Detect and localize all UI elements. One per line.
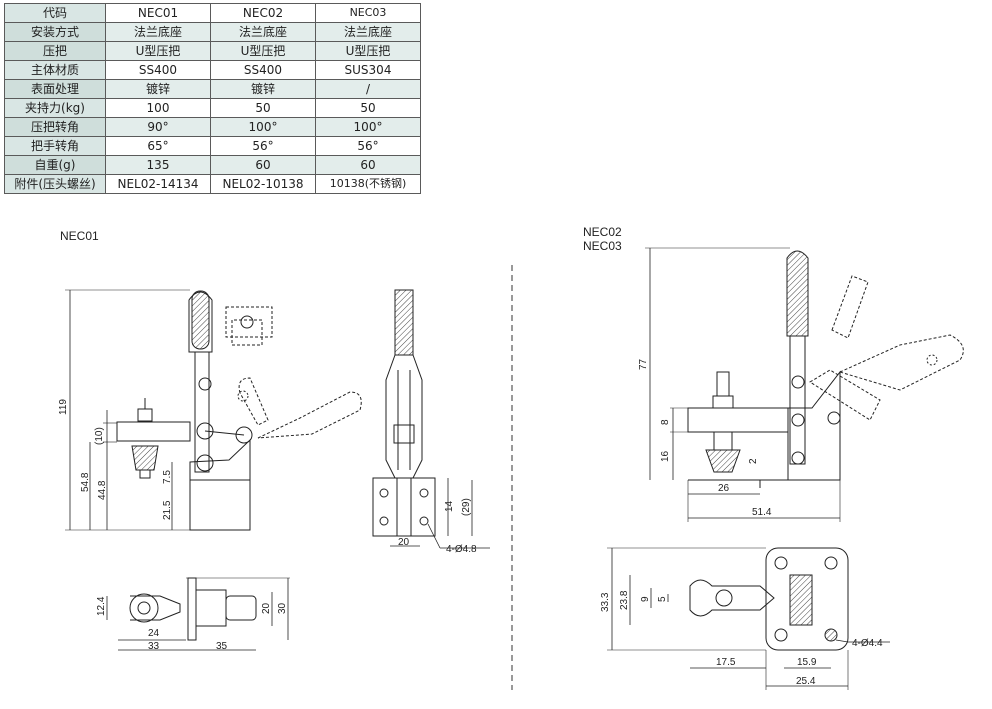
table-row: 自重(g) 135 60 60 bbox=[4, 155, 421, 175]
table-cell: 附件(压头螺丝) bbox=[4, 174, 106, 194]
nec02-top-view bbox=[607, 547, 890, 690]
dim-label: 12.4 bbox=[96, 596, 107, 616]
table-cell: U型压把 bbox=[315, 41, 421, 61]
table-cell: 镀锌 bbox=[105, 79, 211, 99]
table-cell: 60 bbox=[315, 155, 421, 175]
table-row: 附件(压头螺丝) NEL02-14134 NEL02-10138 10138(不… bbox=[4, 174, 421, 194]
dim-label: 26 bbox=[718, 483, 730, 494]
nec01-front-view bbox=[65, 289, 362, 531]
table-row: 夹持力(kg) 100 50 50 bbox=[4, 98, 421, 118]
dim-label: (10) bbox=[94, 427, 105, 445]
table-cell: 把手转角 bbox=[4, 136, 106, 156]
dim-label: 2 bbox=[748, 458, 759, 464]
table-cell: 镀锌 bbox=[210, 79, 316, 99]
table-cell: 法兰底座 bbox=[315, 22, 421, 42]
dim-label: 23.8 bbox=[619, 590, 630, 610]
dim-label: 16 bbox=[660, 450, 671, 462]
table-cell: 100° bbox=[315, 117, 421, 137]
table-cell: 夹持力(kg) bbox=[4, 98, 106, 118]
dim-label: 9 bbox=[640, 596, 651, 602]
spec-table: 代码 NEC01 NEC02 NEC03 安装方式 法兰底座 法兰底座 法兰底座… bbox=[4, 3, 421, 194]
table-cell: 自重(g) bbox=[4, 155, 106, 175]
nec02-front-view bbox=[645, 247, 964, 522]
table-cell: 表面处理 bbox=[4, 79, 106, 99]
table-cell: 90° bbox=[105, 117, 211, 137]
table-cell: 100° bbox=[210, 117, 316, 137]
dim-label: 51.4 bbox=[752, 507, 772, 518]
drawing-title-nec02: NEC02 bbox=[583, 225, 622, 239]
dim-label: 7.5 bbox=[162, 470, 173, 484]
table-cell: NEL02-10138 bbox=[210, 174, 316, 194]
dim-label: 5 bbox=[657, 596, 668, 602]
dim-label: 35 bbox=[216, 641, 228, 652]
dim-label: 4-Ø4.4 bbox=[852, 638, 883, 649]
table-row: 压把转角 90° 100° 100° bbox=[4, 117, 421, 137]
dim-label: 33 bbox=[148, 641, 160, 652]
table-cell: U型压把 bbox=[105, 41, 211, 61]
table-header-row: 代码 NEC01 NEC02 NEC03 bbox=[4, 3, 421, 23]
table-row: 表面处理 镀锌 镀锌 / bbox=[4, 79, 421, 99]
dim-label: 4-Ø4.8 bbox=[446, 544, 477, 555]
dim-label: 33.3 bbox=[600, 592, 611, 612]
dim-label: 17.5 bbox=[716, 657, 736, 668]
dim-label: 25.4 bbox=[796, 676, 816, 687]
table-cell: 法兰底座 bbox=[105, 22, 211, 42]
table-cell: 压把 bbox=[4, 41, 106, 61]
table-row: 压把 U型压把 U型压把 U型压把 bbox=[4, 41, 421, 61]
table-cell: 主体材质 bbox=[4, 60, 106, 80]
nec01-top-view bbox=[106, 577, 290, 651]
table-cell: 60 bbox=[210, 155, 316, 175]
table-cell: NEC01 bbox=[105, 3, 211, 23]
dim-label: 44.8 bbox=[97, 480, 108, 500]
dim-label: 54.8 bbox=[80, 472, 91, 492]
dim-label: 30 bbox=[277, 602, 288, 614]
dim-label: 24 bbox=[148, 628, 160, 639]
dim-label: 77 bbox=[638, 358, 649, 370]
table-cell: / bbox=[315, 79, 421, 99]
dim-label: 21.5 bbox=[162, 500, 173, 520]
dim-label: 8 bbox=[660, 419, 671, 425]
table-cell: 10138(不锈钢) bbox=[315, 174, 421, 194]
dim-label: 20 bbox=[261, 602, 272, 614]
dim-label: (29) bbox=[461, 498, 472, 516]
dim-label: 14 bbox=[444, 500, 455, 512]
drawing-title-nec03: NEC03 bbox=[583, 239, 622, 253]
table-cell: 法兰底座 bbox=[210, 22, 316, 42]
nec01-side-view bbox=[372, 289, 490, 549]
dim-label: 15.9 bbox=[797, 657, 817, 668]
drawing-title-nec01: NEC01 bbox=[60, 229, 99, 243]
table-cell: 代码 bbox=[4, 3, 106, 23]
dim-label: 119 bbox=[58, 399, 69, 415]
table-cell: U型压把 bbox=[210, 41, 316, 61]
dim-label: 20 bbox=[398, 537, 410, 548]
